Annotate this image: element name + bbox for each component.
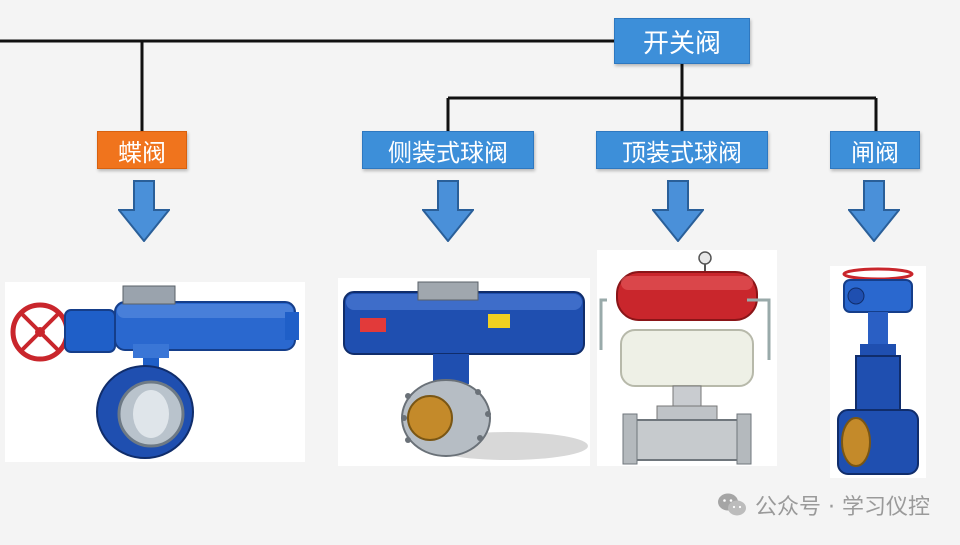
- top-entry-ball-valve-photo: [597, 250, 777, 466]
- down-arrow-icon: [118, 180, 170, 242]
- root-node-label: 开关阀: [643, 23, 721, 60]
- node-gate-valve-label: 闸阀: [851, 133, 899, 168]
- watermark-text: 公众号 · 学习仪控: [755, 489, 930, 521]
- down-arrow-icon: [422, 180, 474, 242]
- node-butterfly-valve-label: 蝶阀: [118, 133, 166, 168]
- node-side-entry-ball-valve-label: 侧装式球阀: [388, 133, 508, 168]
- down-arrow-icon: [848, 180, 900, 242]
- node-gate-valve: 闸阀: [830, 131, 920, 169]
- node-butterfly-valve: 蝶阀: [97, 131, 187, 169]
- watermark: 公众号 · 学习仪控: [717, 489, 930, 521]
- root-node: 开关阀: [614, 18, 750, 64]
- side-entry-ball-valve-photo: [338, 278, 590, 466]
- butterfly-valve-photo: [5, 282, 305, 462]
- node-side-entry-ball-valve: 侧装式球阀: [362, 131, 534, 169]
- node-top-entry-ball-valve: 顶装式球阀: [596, 131, 768, 169]
- wechat-icon: [717, 492, 747, 518]
- down-arrow-icon: [652, 180, 704, 242]
- gate-valve-photo: [830, 266, 926, 478]
- node-top-entry-ball-valve-label: 顶装式球阀: [622, 133, 742, 168]
